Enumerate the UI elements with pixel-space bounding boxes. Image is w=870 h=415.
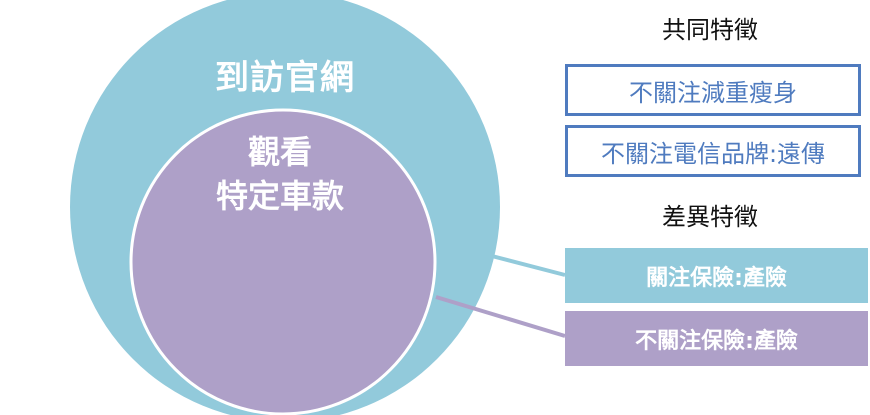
outer-connector-line [483, 252, 566, 277]
difference-features-title: 差異特徵 [662, 203, 758, 231]
inner-circle-label: 觀看 特定車款 [185, 130, 375, 218]
inner-difference-box: 不關注保險:產險 [565, 311, 868, 366]
common-feature-box-1: 不關注減重瘦身 [565, 64, 861, 116]
outer-circle-label: 到訪官網 [215, 58, 355, 98]
outer-difference-box: 關注保險:產險 [565, 248, 868, 303]
inner-label-line1: 觀看 [247, 133, 312, 171]
common-features-title: 共同特徵 [662, 16, 758, 44]
common-feature-box-2: 不關注電信品牌:遠傳 [565, 125, 861, 177]
inner-circle [129, 108, 437, 415]
inner-label-line2: 特定車款 [215, 177, 344, 215]
inner-connector-line [435, 295, 566, 338]
